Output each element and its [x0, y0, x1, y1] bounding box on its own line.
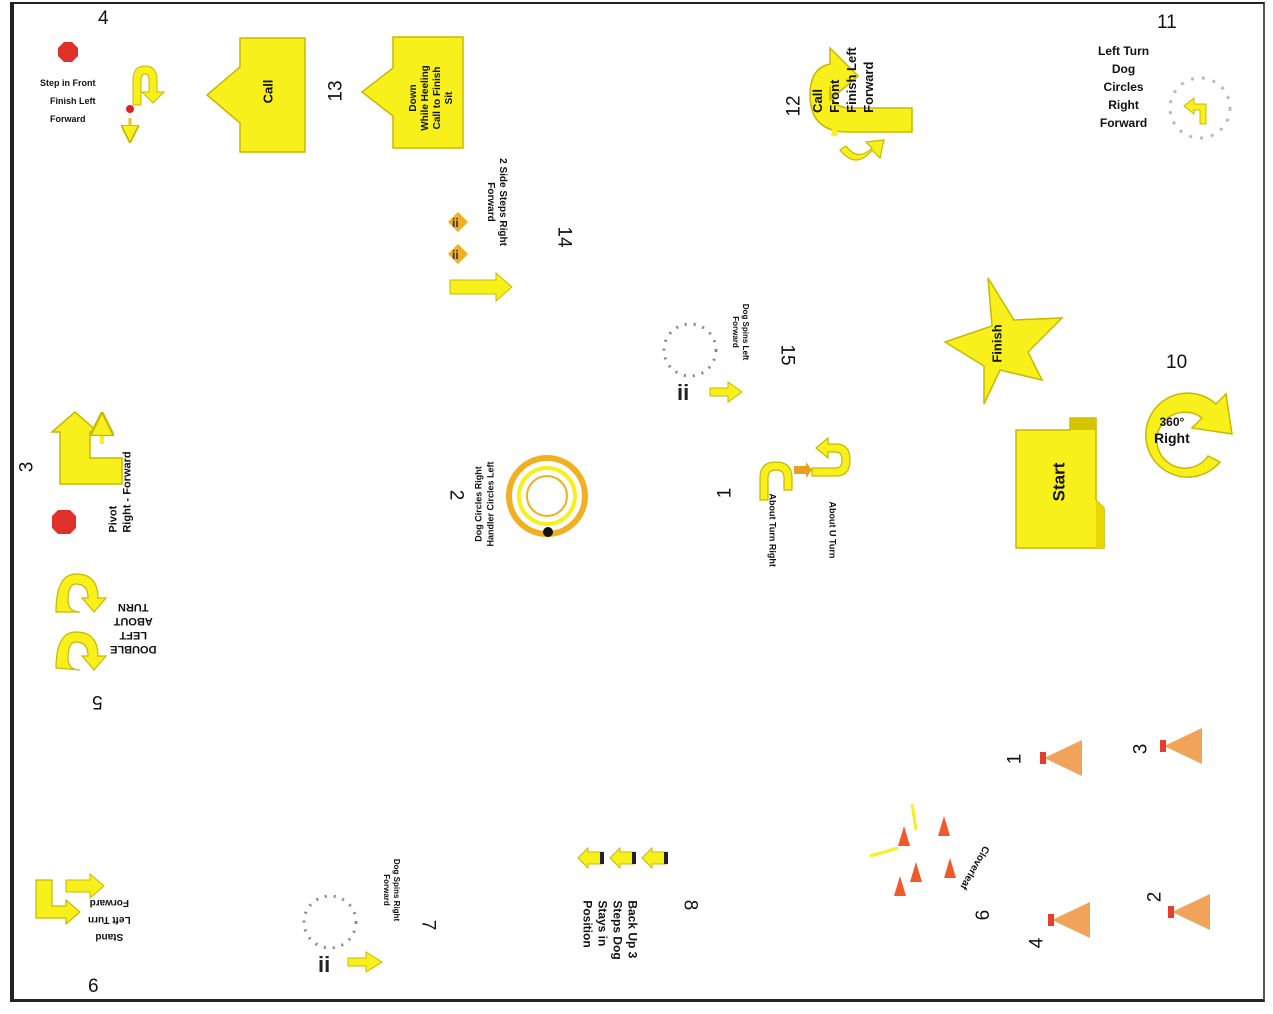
double-left-about-turn-icon-2	[56, 632, 106, 670]
forward-arrow-icon	[450, 273, 512, 301]
station-8-label: Back Up 3 Steps Dog Stays in Position	[580, 900, 640, 959]
station-2-graphic	[509, 458, 585, 537]
station-14-label: 2 Side Steps Right Forward	[484, 158, 508, 246]
station-6-number: 6	[88, 976, 99, 998]
station-9-graphic	[870, 804, 956, 896]
finish-label: Finish	[990, 324, 1005, 362]
station-11-number: 11	[1157, 12, 1177, 34]
cone-2-icon	[1172, 894, 1210, 930]
station-8-number: 8	[678, 900, 700, 911]
station-15-number: 15	[776, 344, 798, 365]
station-5-number: 5	[92, 690, 103, 712]
station-8-graphic	[578, 848, 668, 868]
station-1-label-a: About Turn Right	[767, 494, 778, 534]
finish-circle-arrow-icon	[840, 140, 884, 160]
start-label: Start	[1049, 463, 1069, 502]
station-4-label: Step in Front Finish Left Forward	[40, 74, 96, 128]
cone-3-icon	[1164, 728, 1202, 764]
station-5-graphic	[56, 574, 106, 670]
station-12-label: Call Front Finish Left Forward	[809, 47, 877, 113]
station-1-label-b: About U Turn	[827, 502, 838, 542]
station-10-label: 360° Right	[1154, 414, 1190, 446]
about-u-turn-icon	[812, 438, 850, 476]
cone-3-number: 3	[1130, 744, 1152, 755]
station-4-number: 4	[98, 8, 109, 30]
station-5-label: DOUBLE LEFT ABOUT TURN	[110, 600, 156, 656]
cone-4-number: 4	[1026, 938, 1048, 949]
handler-dot-icon	[126, 105, 134, 113]
station-3-number: 3	[16, 462, 38, 473]
double-left-about-turn-icon-1	[56, 574, 106, 612]
svg-text:ii: ii	[452, 248, 459, 262]
cones	[1040, 728, 1210, 938]
cone-1-number: 1	[1004, 754, 1026, 765]
halt-sign-icon	[58, 42, 78, 62]
station-3-label: Pivot Right - Forward	[107, 451, 135, 532]
halt-sign-icon	[52, 510, 76, 534]
station-14-number: 14	[553, 226, 575, 247]
forward-arrow-icon	[710, 382, 742, 402]
left-turn-arrow-icon	[1184, 98, 1206, 124]
station-11-label: Left Turn Dog Circles Right Forward	[1098, 42, 1149, 132]
station-9-number: 9	[969, 910, 991, 921]
station-2-label: Dog Circles Right Handler Circles Left	[473, 461, 497, 546]
svg-text:ii: ii	[318, 952, 330, 977]
station-1-graphic	[760, 438, 850, 500]
station-13-label: Down While Heeling Call to Finish Sit	[408, 28, 456, 168]
station-10-number: 10	[1166, 352, 1187, 374]
cone-2-number: 2	[1144, 892, 1166, 903]
station-7-number: 7	[416, 920, 438, 931]
station-1-number: 1	[714, 488, 736, 499]
call-sign-graphic	[207, 38, 305, 152]
svg-text:ii: ii	[452, 216, 459, 230]
station-12-number: 12	[784, 95, 806, 116]
station-2-number: 2	[444, 490, 466, 501]
svg-text:ii: ii	[677, 380, 689, 405]
station-7-graphic: ii	[304, 896, 382, 977]
u-turn-arrow-icon	[133, 66, 164, 105]
station-13-number: 13	[326, 80, 348, 101]
cone-1-icon	[1044, 740, 1082, 776]
station-7-label: Dog Spins Right Forward	[381, 859, 401, 921]
station-6-label: Stand Left Turn Forward	[88, 894, 131, 945]
call-sign-label: Call	[260, 80, 275, 104]
forward-arrow-icon	[348, 952, 382, 972]
station-15-label: Dog Spins Left Forward	[730, 304, 750, 360]
cone-4-icon	[1052, 902, 1090, 938]
station-11-graphic	[1170, 78, 1230, 138]
